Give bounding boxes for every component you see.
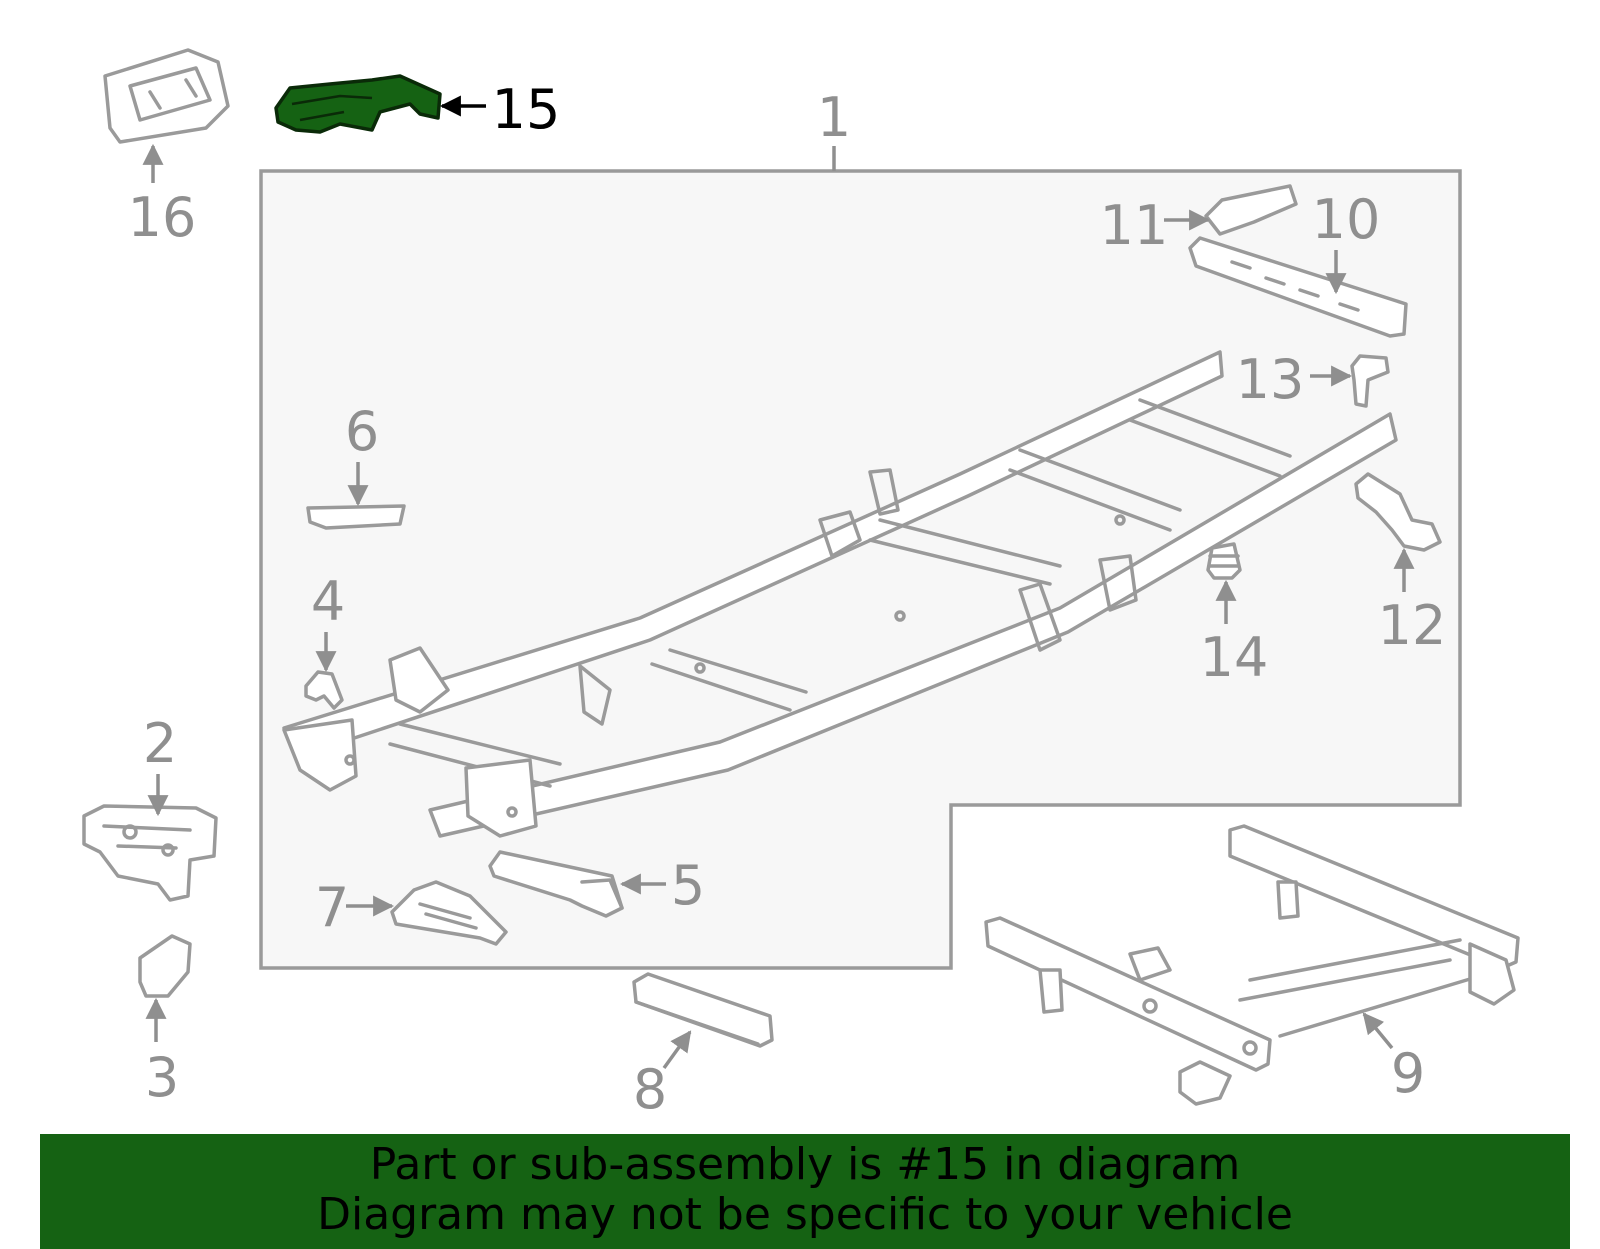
callout-5[interactable]: 5	[671, 854, 705, 917]
info-banner: Part or sub-assembly is #15 in diagram D…	[40, 1134, 1570, 1249]
banner-line-disclaimer: Diagram may not be specific to your vehi…	[317, 1189, 1293, 1240]
callout-12[interactable]: 12	[1378, 594, 1447, 657]
part-7-plate[interactable]	[390, 880, 508, 946]
banner-line-part: Part or sub-assembly is #15 in diagram	[369, 1139, 1241, 1190]
part-3-bracket[interactable]	[138, 934, 192, 998]
part-12-bracket[interactable]	[1354, 472, 1442, 552]
callout-13[interactable]: 13	[1236, 348, 1305, 411]
part-16-bracket[interactable]	[103, 48, 230, 144]
callout-16[interactable]: 16	[128, 186, 197, 249]
callout-3[interactable]: 3	[145, 1046, 179, 1109]
leader-8	[662, 1030, 692, 1070]
part-2-bracket[interactable]	[82, 804, 218, 902]
part-9-subframe[interactable]	[984, 824, 1520, 1106]
part-11-plate[interactable]	[1204, 184, 1298, 236]
callout-2[interactable]: 2	[143, 712, 177, 775]
part-4-clip[interactable]	[304, 670, 344, 710]
part-15-bracket[interactable]	[274, 74, 442, 134]
callout-15[interactable]: 15	[492, 78, 561, 141]
callout-9[interactable]: 9	[1391, 1042, 1425, 1105]
callout-4[interactable]: 4	[311, 570, 345, 633]
assembly-outline	[259, 169, 1462, 970]
leader-9	[1362, 1012, 1394, 1050]
part-5-crossmember[interactable]	[488, 850, 624, 918]
callout-7[interactable]: 7	[315, 876, 349, 939]
callout-11[interactable]: 11	[1100, 194, 1169, 257]
callout-10[interactable]: 10	[1312, 188, 1381, 251]
callout-8[interactable]: 8	[633, 1058, 667, 1121]
part-8-bar[interactable]	[632, 972, 774, 1048]
callout-1[interactable]: 1	[817, 86, 851, 149]
part-6-plate[interactable]	[306, 504, 406, 530]
part-1-frame[interactable]	[282, 350, 1398, 838]
part-10-reinforcement[interactable]	[1188, 236, 1408, 338]
callout-14[interactable]: 14	[1200, 626, 1269, 689]
part-14-mount[interactable]	[1206, 542, 1242, 580]
part-13-clip[interactable]	[1350, 354, 1390, 408]
callout-6[interactable]: 6	[345, 400, 379, 463]
